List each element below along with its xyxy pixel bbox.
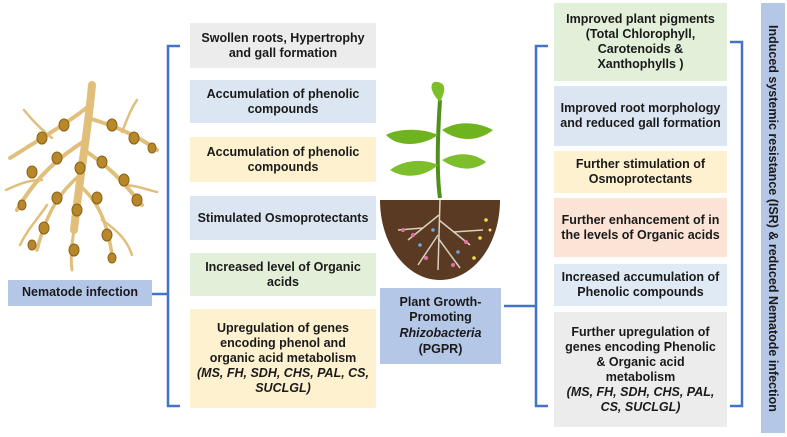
pgpr-label-line1: Plant Growth-Promoting xyxy=(399,294,482,325)
left-box-gene-list: (MS, FH, SDH, CHS, PAL, CS, SUCLGL) xyxy=(197,366,369,395)
nematode-infected-root-illustration xyxy=(4,81,159,272)
left-box-phenolic-2: Accumulation of phenolic compounds xyxy=(190,137,376,182)
left-box-organic-acids: Increased level of Organic acids xyxy=(190,253,376,296)
pgpr-label-rhizobacteria: Rhizobacteria xyxy=(399,326,482,340)
right-bracket xyxy=(504,44,548,408)
right-box-plant-pigments: Improved plant pigments (Total Chlorophy… xyxy=(554,3,727,81)
pgpr-plant-illustration xyxy=(380,81,500,280)
left-box-phenolic-1: Accumulation of phenolic compounds xyxy=(190,80,376,123)
left-box-swollen-roots: Swollen roots, Hypertrophy and gall form… xyxy=(190,23,376,68)
right-box-gene-upregulation-text: Further upregulation of genes encoding P… xyxy=(565,324,716,384)
left-box-gene-upregulation: Upregulation of genes encoding phenol an… xyxy=(190,309,376,408)
right-box-gene-upregulation: Further upregulation of genes encoding P… xyxy=(554,312,727,427)
isr-outcome-label: Induced systemic resistance (ISR) & redu… xyxy=(761,3,785,433)
pgpr-label: Plant Growth-Promoting Rhizobacteria (PG… xyxy=(380,288,501,364)
right-box-phenolic: Increased accumulation of Phenolic compo… xyxy=(554,264,727,306)
right-box-root-morphology: Improved root morphology and reduced gal… xyxy=(554,86,727,146)
right-box-gene-list: (MS, FH, SDH, CHS, PAL, CS, SUCLGL) xyxy=(566,384,715,414)
pgpr-label-abbr: (PGPR) xyxy=(418,341,463,356)
right-outcome-bracket xyxy=(730,40,744,408)
left-box-osmoprotectants: Stimulated Osmoprotectants xyxy=(190,196,376,240)
left-bracket xyxy=(152,44,180,408)
right-box-osmoprotectants: Further stimulation of Osmoprotectants xyxy=(554,151,727,193)
isr-outcome-text: Induced systemic resistance (ISR) & redu… xyxy=(766,24,780,412)
nematode-infection-label: Nematode infection xyxy=(8,280,152,306)
right-box-organic-acids: Further enhancement of in the levels of … xyxy=(554,198,727,257)
left-box-gene-upregulation-text: Upregulation of genes encoding phenol an… xyxy=(209,321,357,365)
